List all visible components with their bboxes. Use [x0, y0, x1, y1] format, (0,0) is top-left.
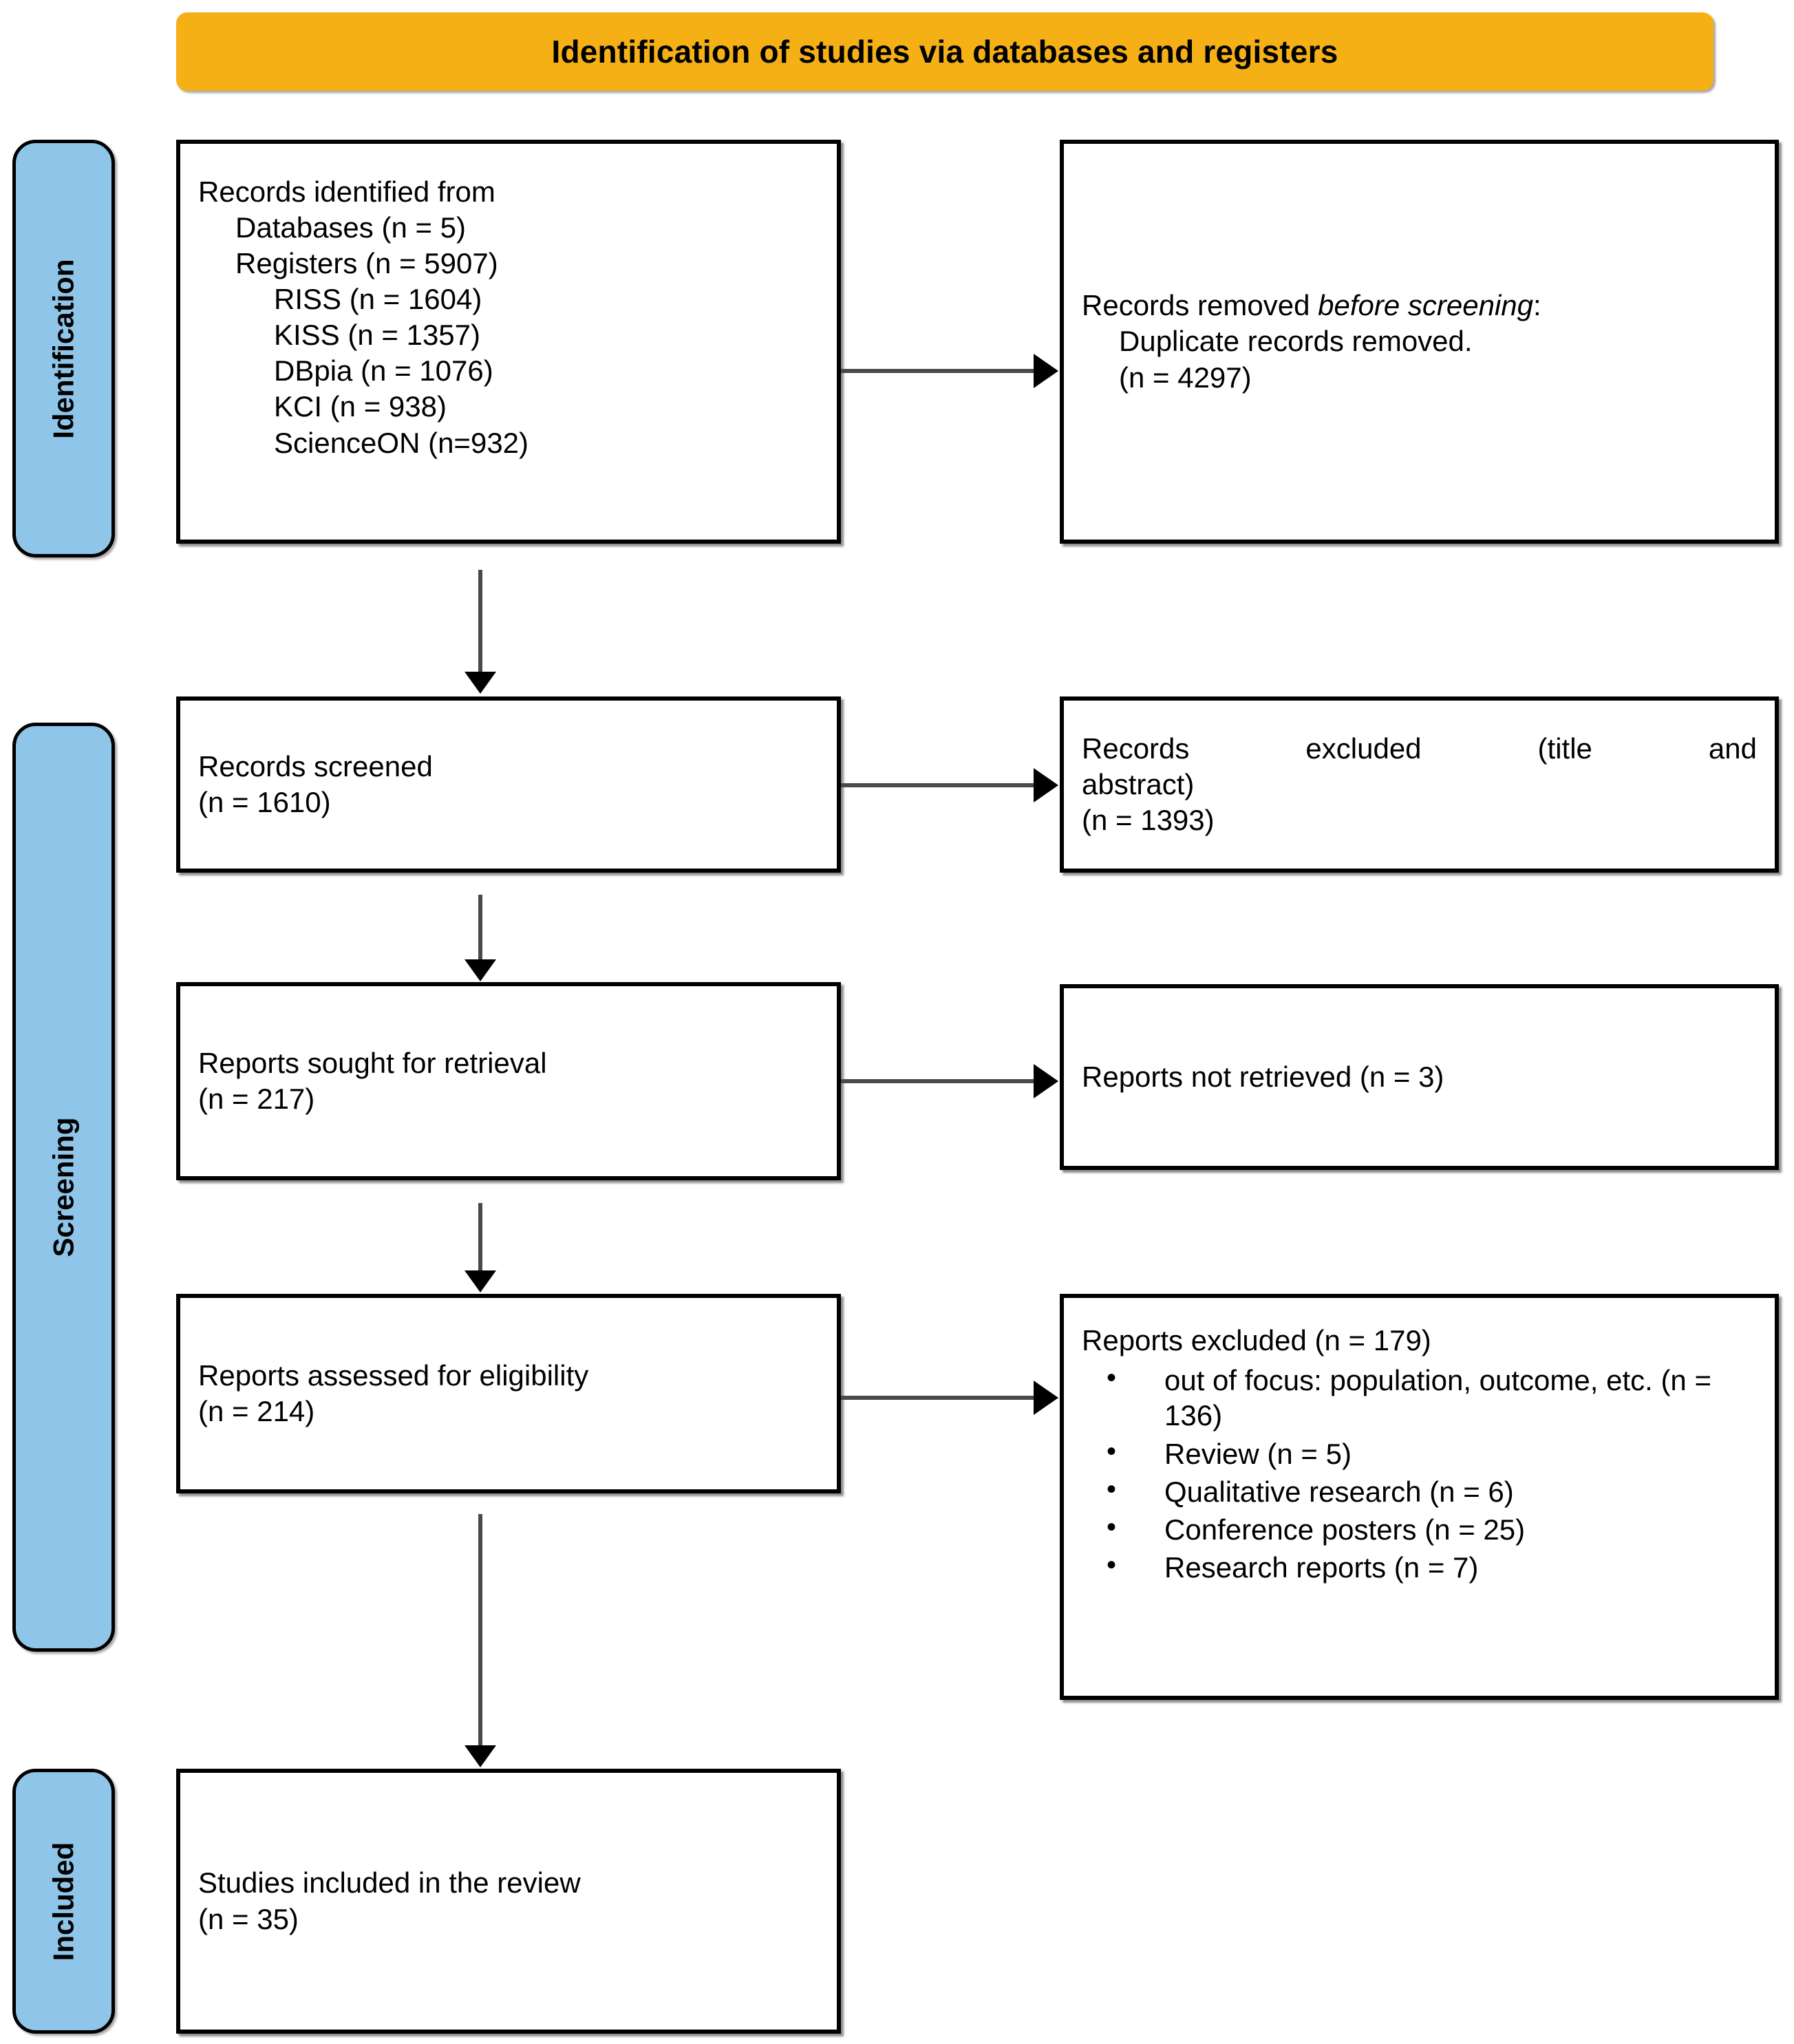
- box-reports-excluded: Reports excluded (n = 179) out of focus:…: [1060, 1294, 1779, 1700]
- stage-label-identification: Identification: [47, 258, 80, 439]
- arrow-right-screened-to-excluded: [841, 783, 1035, 787]
- box-records-removed: Records removed before screening: Duplic…: [1060, 140, 1779, 544]
- records-removed-suffix: :: [1533, 289, 1541, 322]
- arrow-down-screened-to-sought: [478, 895, 482, 961]
- box-reports-sought: Reports sought for retrieval (n = 217): [176, 982, 841, 1180]
- records-identified-registers: Registers (n = 5907): [235, 247, 498, 280]
- records-removed-count: (n = 4297): [1119, 361, 1252, 394]
- arrow-down-identified-to-screened: [478, 570, 482, 673]
- stage-label-screening: Screening: [47, 1117, 80, 1257]
- reports-assessed-count: (n = 214): [198, 1395, 315, 1427]
- records-identified-riss: RISS (n = 1604): [274, 283, 482, 316]
- reports-excluded-heading: Reports excluded (n = 179): [1082, 1324, 1431, 1356]
- records-removed-prefix: Records removed: [1082, 289, 1318, 322]
- reports-sought-count: (n = 217): [198, 1083, 315, 1115]
- arrow-down-assessed-to-included: [478, 1514, 482, 1747]
- records-screened-count: (n = 1610): [198, 786, 331, 818]
- records-removed-detail: Duplicate records removed.: [1119, 325, 1473, 358]
- arrow-right-sought-to-not-retrieved: [841, 1079, 1035, 1083]
- reports-excluded-reason-list: out of focus: population, outcome, etc. …: [1082, 1361, 1757, 1588]
- banner-title: Identification of studies via databases …: [551, 34, 1338, 70]
- box-records-excluded-title-abstract: Records excluded (title and abstract) (n…: [1060, 696, 1779, 873]
- box-studies-included: Studies included in the review (n = 35): [176, 1769, 841, 2034]
- records-identified-scienceon: ScienceON (n=932): [274, 426, 529, 459]
- records-identified-kci: KCI (n = 938): [274, 390, 447, 423]
- list-item: Qualitative research (n = 6): [1082, 1473, 1757, 1509]
- box-records-screened: Records screened (n = 1610): [176, 696, 841, 873]
- stage-label-included: Included: [47, 1842, 80, 1961]
- stage-sidebar-screening: Screening: [12, 723, 115, 1652]
- list-item: out of focus: population, outcome, etc. …: [1082, 1361, 1757, 1433]
- box-reports-assessed: Reports assessed for eligibility (n = 21…: [176, 1294, 841, 1493]
- box-records-identified: Records identified from Databases (n = 5…: [176, 140, 841, 544]
- records-identified-kiss: KISS (n = 1357): [274, 319, 481, 352]
- records-excluded-ta-count: (n = 1393): [1082, 804, 1215, 837]
- list-item: Research reports (n = 7): [1082, 1548, 1757, 1585]
- studies-included-label: Studies included in the review: [198, 1866, 581, 1899]
- stage-sidebar-included: Included: [12, 1769, 115, 2034]
- records-removed-heading: Records removed before screening:: [1082, 288, 1757, 323]
- records-identified-heading: Records identified from: [198, 175, 495, 208]
- records-excluded-ta-line1: Records excluded (title and: [1082, 732, 1757, 765]
- reports-sought-label: Reports sought for retrieval: [198, 1046, 547, 1079]
- records-screened-label: Records screened: [198, 749, 433, 783]
- records-identified-databases: Databases (n = 5): [235, 211, 467, 244]
- list-item: Review (n = 5): [1082, 1435, 1757, 1471]
- arrow-down-sought-to-assessed: [478, 1203, 482, 1272]
- reports-assessed-label: Reports assessed for eligibility: [198, 1359, 589, 1392]
- arrow-right-identified-to-removed: [841, 369, 1035, 373]
- reports-not-retrieved-label: Reports not retrieved (n = 3): [1082, 1060, 1444, 1093]
- box-reports-not-retrieved: Reports not retrieved (n = 3): [1060, 984, 1779, 1170]
- arrow-right-assessed-to-reports-excluded: [841, 1396, 1035, 1400]
- records-removed-emphasis: before screening: [1318, 289, 1534, 322]
- studies-included-count: (n = 35): [198, 1902, 299, 1935]
- records-identified-dbpia: DBpia (n = 1076): [274, 354, 493, 387]
- stage-sidebar-identification: Identification: [12, 140, 115, 557]
- list-item: Conference posters (n = 25): [1082, 1511, 1757, 1547]
- diagram-header-banner: Identification of studies via databases …: [176, 12, 1713, 91]
- records-excluded-ta-line2: abstract): [1082, 767, 1195, 800]
